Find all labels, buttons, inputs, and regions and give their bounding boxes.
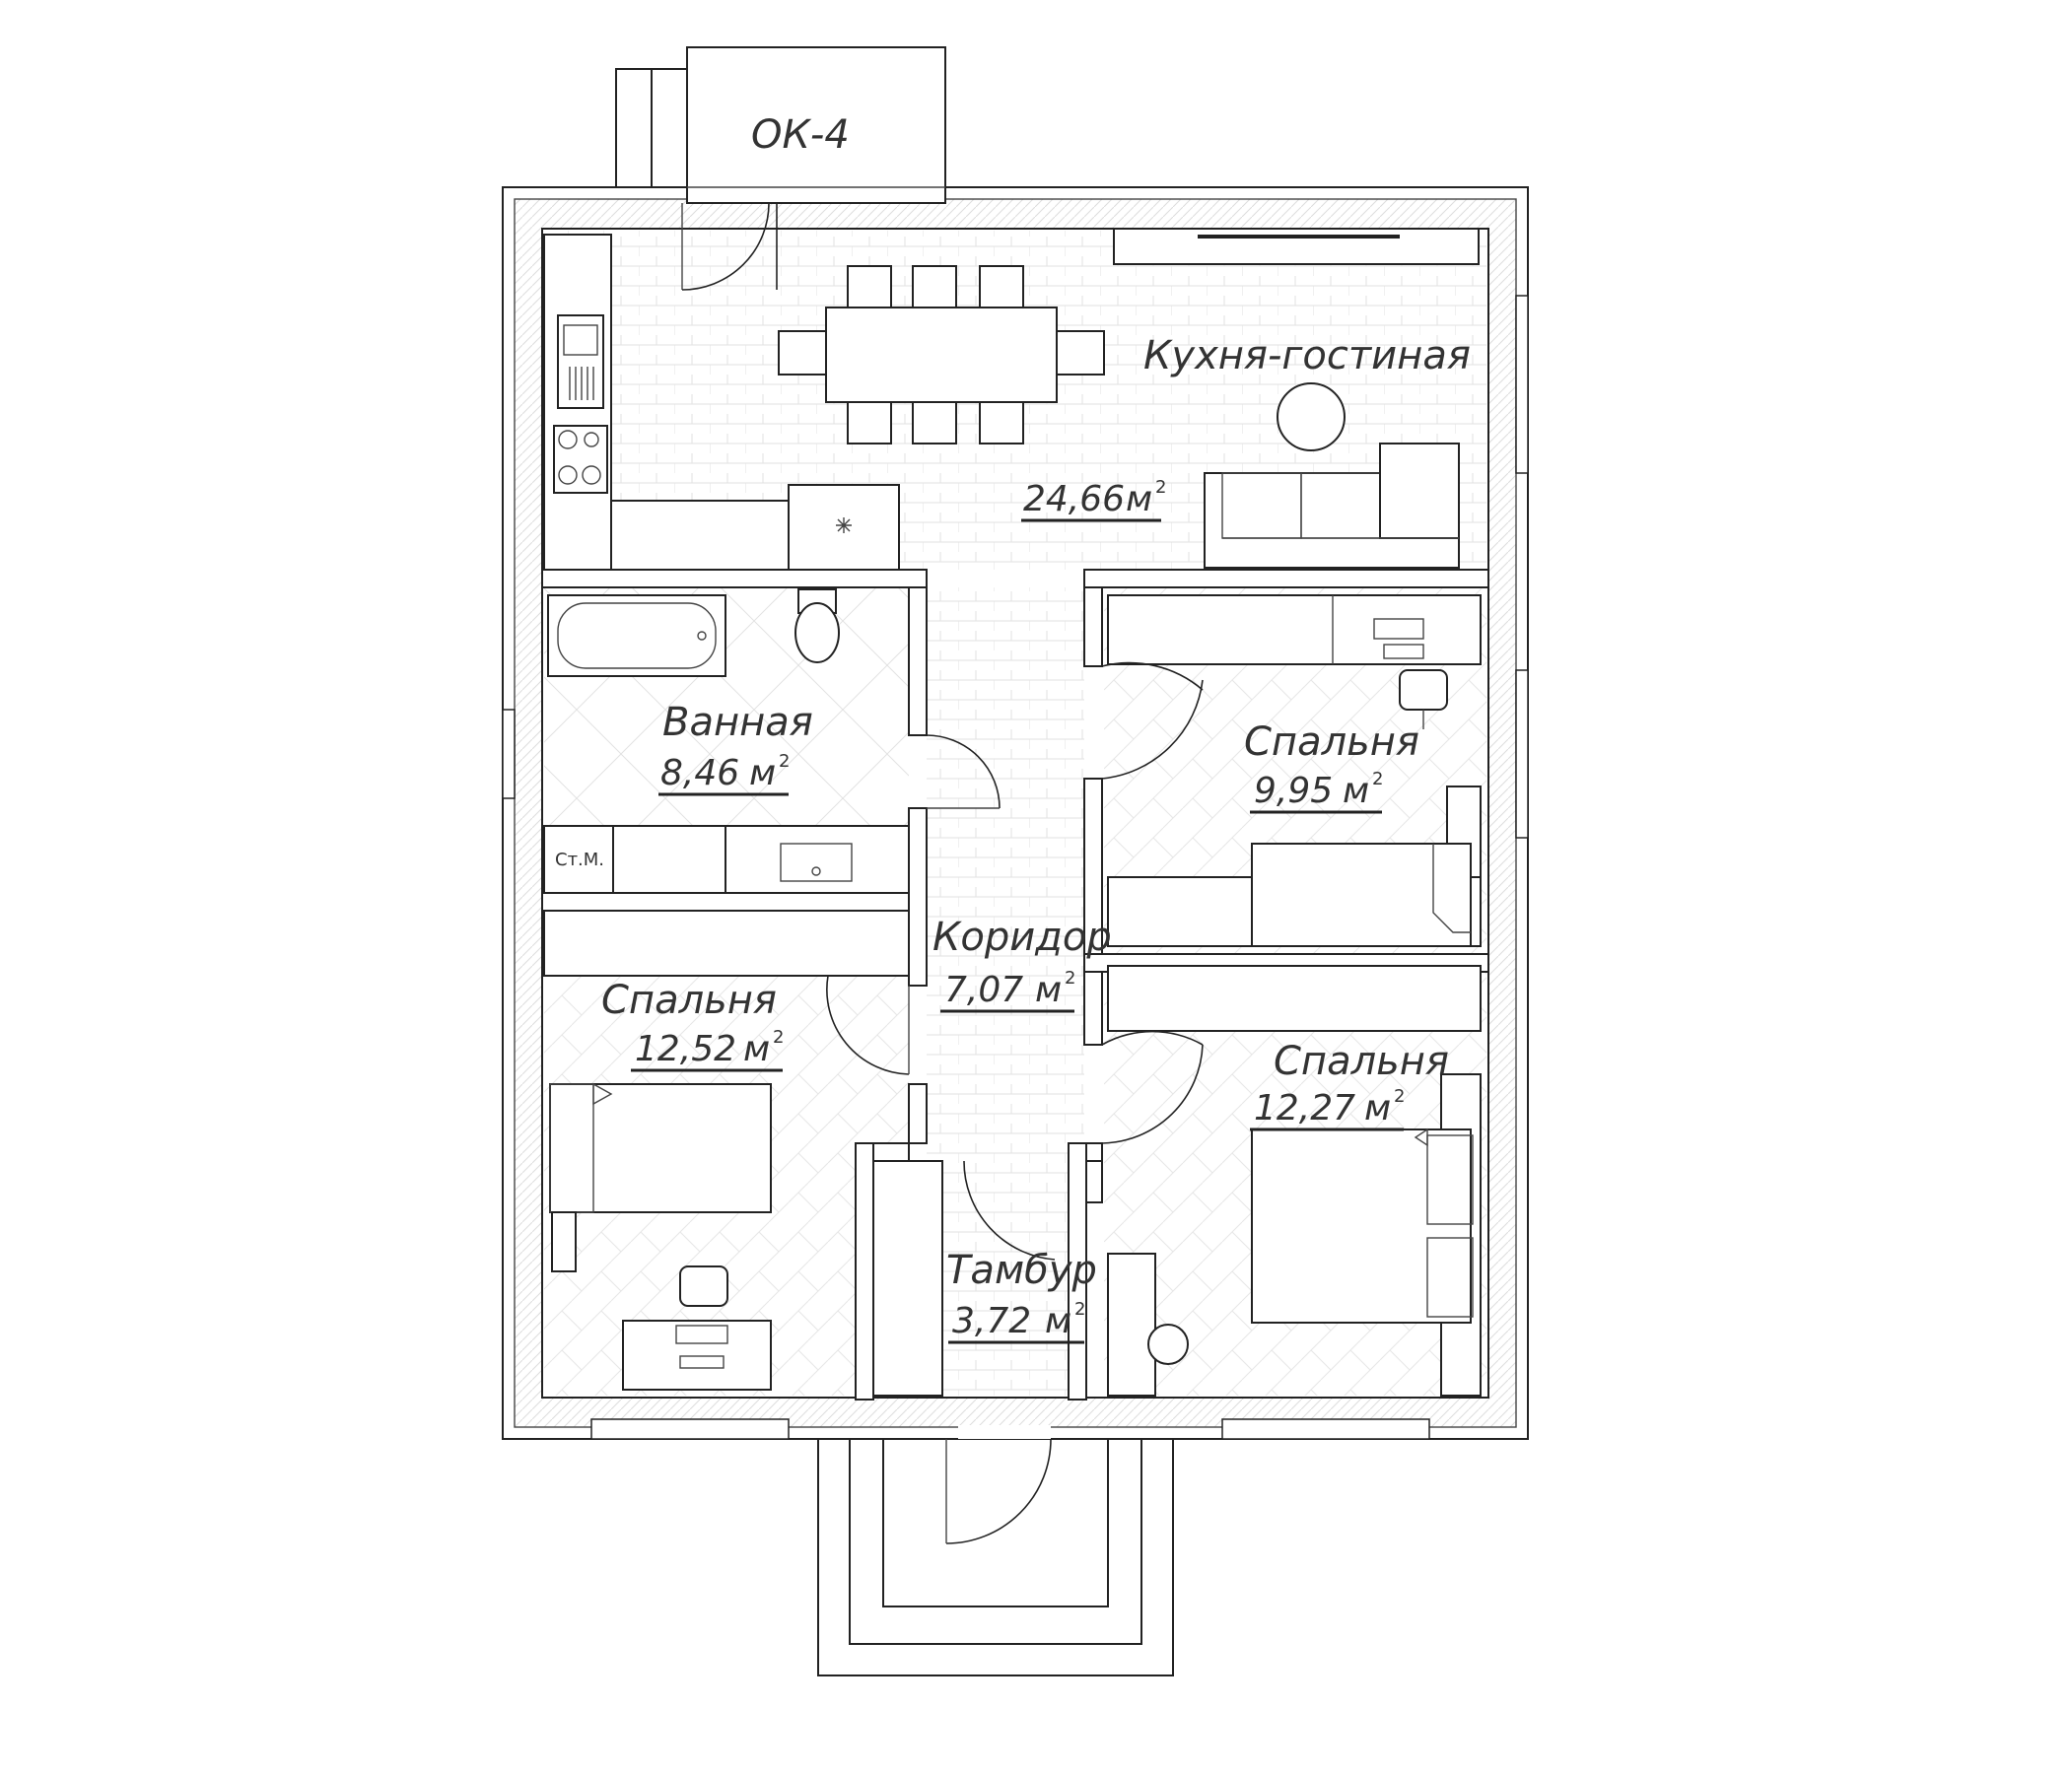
room-labels: Кухня-гостиная 24,66 м 2 Ванная 8,46 м 2… [601,333,1471,1344]
room-area-bed2: 12,52 [635,1029,736,1069]
unit-bed3: м [1364,1088,1391,1128]
unit-bed1: м [1343,771,1369,811]
washer-label: Ст.М. [555,850,604,870]
window-ok4: ОК-4 [615,46,946,204]
room-name-bath: Ванная [662,700,813,745]
unit-vestibule: м [1045,1301,1071,1341]
window-label: ОК-4 [751,112,850,158]
room-area-bed1: 9,95 [1254,771,1333,811]
bedroom1-furniture [1107,594,1482,947]
vestibule-furniture [872,1160,943,1397]
unit-exp-corridor: 2 [1065,968,1075,989]
room-area-bed3: 12,27 [1254,1088,1355,1128]
room-area-kitchen: 24,66 [1023,479,1125,519]
room-area-vestibule: 3,72 [952,1301,1031,1341]
door-swings [681,202,1204,1261]
room-name-vestibule: Тамбур [946,1248,1097,1293]
unit-bed2: м [743,1029,770,1069]
bathroom-fixtures: Ст.М. [543,588,910,894]
interior-walls [541,569,1489,1401]
unit-exp-vestibule: 2 [1074,1299,1085,1320]
unit-kitchen: м [1126,479,1152,519]
room-area-corridor: 7,07 [944,970,1023,1010]
room-name-bed1: Спальня [1244,719,1419,765]
kitchen-furniture [543,234,900,571]
room-name-kitchen: Кухня-гостиная [1143,333,1471,378]
sofa [1204,382,1460,569]
porch [817,1425,1174,1676]
unit-exp-bed3: 2 [1394,1086,1405,1107]
unit-exp-kitchen: 2 [1155,477,1166,498]
room-name-corridor: Коридор [932,915,1112,960]
room-area-bath: 8,46 [660,753,739,793]
unit-exp-bed1: 2 [1372,769,1383,789]
unit-bath: м [749,753,776,793]
room-name-bed2: Спальня [601,978,777,1023]
bedroom2-furniture [543,910,910,1391]
unit-exp-bath: 2 [779,751,790,772]
dining-table [778,265,1105,444]
unit-corridor: м [1035,970,1062,1010]
window-openings [502,228,1529,1440]
unit-exp-bed2: 2 [773,1027,784,1048]
room-name-bed3: Спальня [1274,1039,1449,1084]
